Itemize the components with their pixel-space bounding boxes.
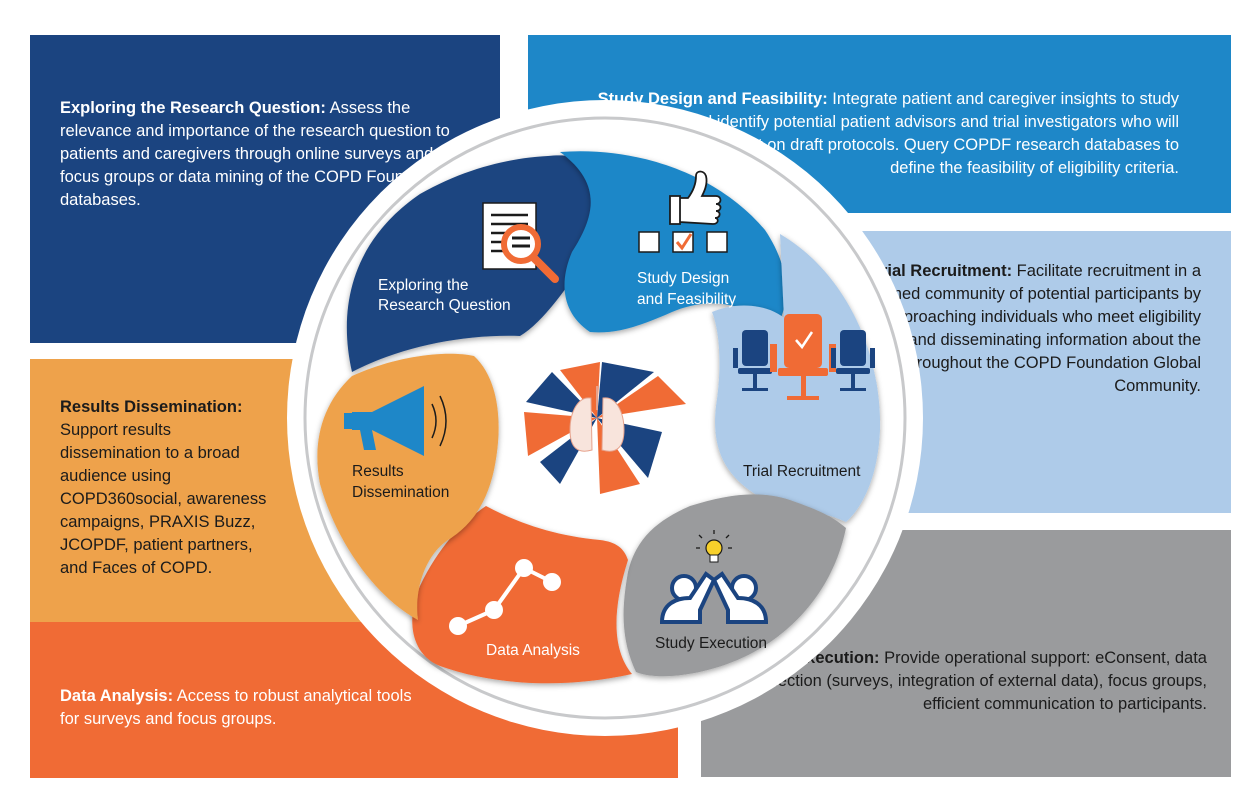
cycle-label-exploring-line1: Exploring the bbox=[378, 277, 468, 294]
graph-point bbox=[485, 601, 503, 619]
panel-body: Support results dissemination to a broad… bbox=[60, 421, 267, 577]
check-mark-icon bbox=[675, 233, 693, 251]
check-mark-icon bbox=[795, 331, 814, 350]
person-left-icon bbox=[659, 571, 717, 624]
cycle-label-results-line2: Dissemination bbox=[352, 484, 449, 501]
checkbox-empty bbox=[638, 231, 660, 253]
panel-title: Results Dissemination: bbox=[60, 398, 243, 416]
graph-line bbox=[457, 565, 553, 628]
magnifier-handle bbox=[530, 254, 559, 283]
panel-body: Provide operational support: eConsent, d… bbox=[753, 649, 1207, 713]
graph-point bbox=[543, 573, 561, 591]
panel-title: Study Design and Feasibility: bbox=[597, 90, 828, 108]
high-five-lightbulb-icon bbox=[659, 530, 769, 624]
cycle-ring bbox=[303, 116, 907, 720]
lungs-pinwheel-icon bbox=[524, 362, 686, 494]
cycle-label-results-line1: Results bbox=[352, 463, 404, 480]
megaphone-back bbox=[344, 413, 352, 429]
checkbox-empty bbox=[706, 231, 728, 253]
petal-recruit bbox=[712, 234, 881, 522]
panel-body: Assess the relevance and importance of t… bbox=[60, 99, 450, 209]
magnifier-lens bbox=[501, 224, 541, 264]
panel-title: Trial Recruitment: bbox=[871, 262, 1013, 280]
document-magnifier-icon bbox=[482, 202, 559, 283]
cycle-label-analysis: Data Analysis bbox=[486, 642, 580, 659]
megaphone-handle bbox=[360, 430, 376, 450]
cycle-label-design-line1: Study Design bbox=[637, 270, 729, 287]
line-graph-icon bbox=[449, 559, 561, 635]
cycle-label-execution: Study Execution bbox=[655, 635, 767, 652]
megaphone-body bbox=[352, 386, 424, 456]
petal-analysis bbox=[412, 506, 632, 684]
panel-body: Access to robust analytical tools for su… bbox=[60, 687, 412, 728]
panel-title: Exploring the Research Question: bbox=[60, 99, 326, 117]
panel-title: Data Analysis: bbox=[60, 687, 174, 705]
panel-body: Facilitate recruitment in a primed commu… bbox=[854, 262, 1201, 395]
cycle-label-recruit: Trial Recruitment bbox=[743, 463, 861, 480]
graph-point bbox=[515, 559, 533, 577]
petal-exploring bbox=[346, 155, 610, 372]
lungs-icon bbox=[569, 386, 625, 452]
lightbulb-icon bbox=[696, 530, 732, 563]
sound-wave bbox=[439, 395, 447, 447]
megaphone-icon bbox=[344, 386, 447, 456]
chair-right-icon bbox=[831, 330, 875, 391]
chairs-icon bbox=[733, 314, 875, 400]
cycle-label-exploring-line2: Research Question bbox=[378, 297, 511, 314]
chair-left-icon bbox=[733, 330, 777, 391]
cycle-label-design-line2: and Feasibility bbox=[637, 291, 736, 308]
thumbs-up-icon bbox=[669, 170, 722, 225]
thumbs-up-checkbox-icon bbox=[638, 170, 728, 253]
sound-wave bbox=[431, 403, 437, 439]
person-right-icon bbox=[711, 571, 769, 624]
graph-point bbox=[449, 617, 467, 635]
